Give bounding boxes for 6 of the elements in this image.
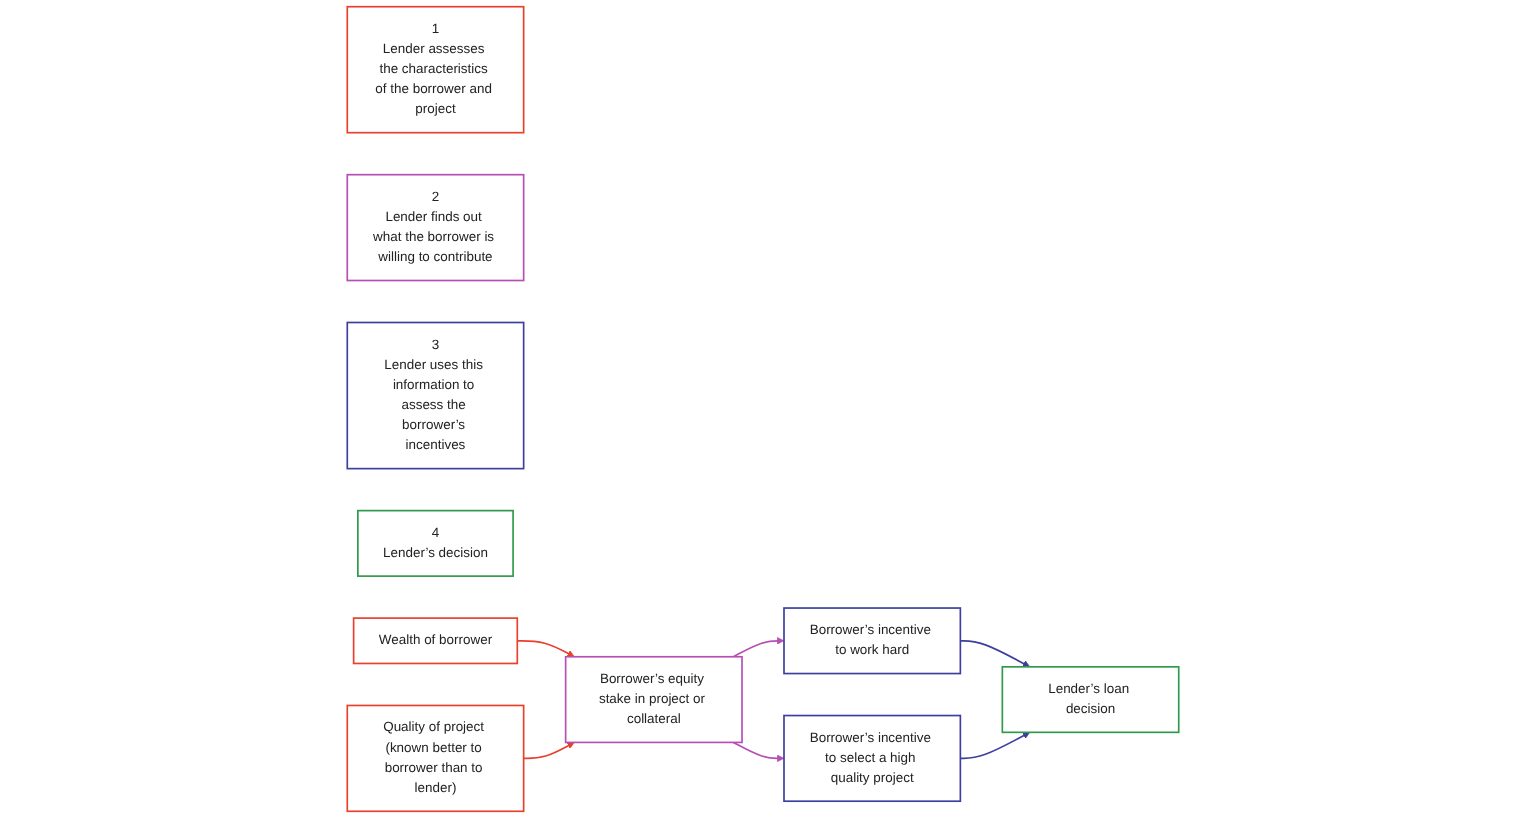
arrow [959,732,1031,760]
arrow [516,639,575,658]
arrow [959,639,1031,668]
arrow [732,741,785,763]
arrow [522,742,575,760]
arrow [732,637,785,658]
